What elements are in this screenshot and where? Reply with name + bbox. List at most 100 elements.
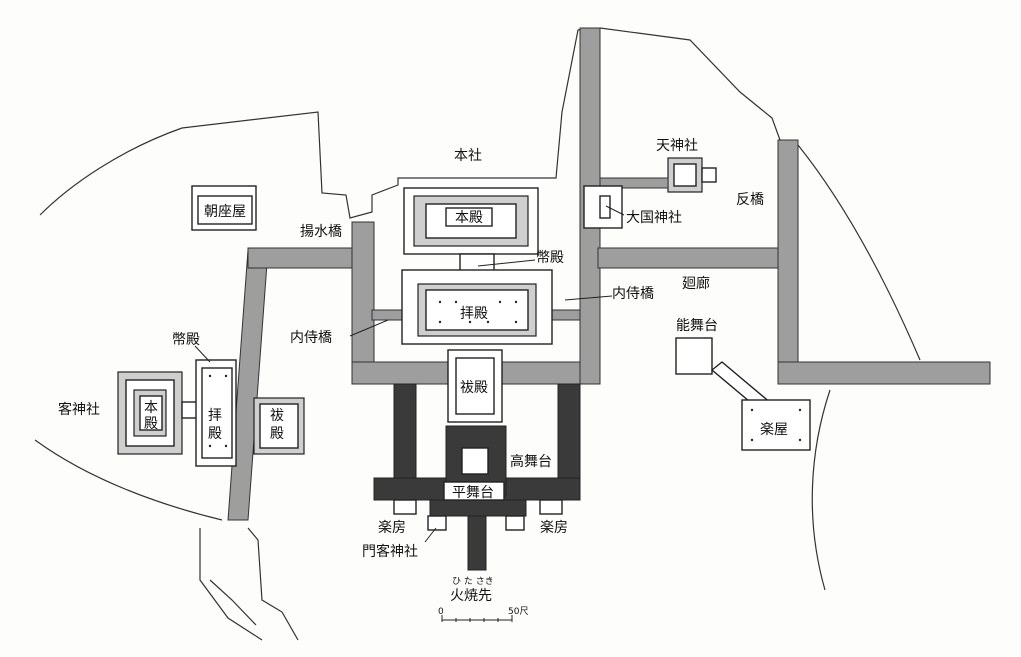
- dot: [224, 444, 228, 448]
- haiden-core: [425, 289, 529, 331]
- dot: [224, 374, 228, 378]
- site-outlines: [34, 27, 921, 641]
- label-honden: 本殿: [455, 210, 483, 226]
- label-agemizu-bashi: 揚水橋: [300, 223, 342, 240]
- asazaya-inner: [197, 195, 253, 225]
- leader-naishi-left: [349, 319, 389, 337]
- gakubo-right-box: [505, 515, 525, 531]
- marodo-haiden-inner: [201, 367, 233, 459]
- scale-zero-label: 0: [438, 607, 444, 617]
- west-buildings: [117, 185, 305, 467]
- scale-end-label: 50尺: [508, 606, 528, 617]
- marodo-honden-core: [139, 395, 163, 431]
- label-honsha: 本社: [454, 148, 482, 164]
- leader-heiden-top: [477, 259, 536, 267]
- leader-naishi-right: [564, 295, 613, 301]
- gakubo-left-box: [427, 515, 447, 531]
- labels: 本社 本殿 幣殿 拝殿 祓殿 高舞台 平舞台 楽房 楽房 門客神社 ひ た さき…: [58, 138, 788, 604]
- tenjinsha-inner: [673, 163, 697, 187]
- takabutai-box: [461, 447, 489, 475]
- dot: [514, 320, 518, 324]
- dot: [750, 438, 754, 442]
- label-daikoku-jinja: 大国神社: [626, 210, 682, 226]
- label-haiden: 拝殿: [460, 306, 488, 322]
- label-hirabutai: 平舞台: [452, 485, 494, 501]
- label-naishi-bashi-left: 内侍橋: [290, 330, 332, 346]
- gakuya-box: [741, 399, 811, 451]
- daikoku-inner: [599, 195, 611, 219]
- scale-bar: [441, 615, 513, 622]
- marodo-haraedono-inner: [259, 403, 299, 449]
- label-gakubo-left: 楽房: [378, 520, 406, 536]
- noubutai-box: [675, 337, 713, 375]
- tenjinsha-side: [701, 167, 717, 183]
- label-gakubo-right: 楽房: [540, 520, 568, 536]
- dot: [486, 320, 490, 324]
- side-box-left: [393, 499, 417, 515]
- label-hitasaki: 火焼先: [450, 588, 492, 604]
- dark-corridor-left: [393, 383, 417, 485]
- right-curved-shore: [797, 144, 921, 361]
- label-sorihashi: 反橋: [736, 192, 764, 208]
- dot: [208, 444, 212, 448]
- left-shore-outline: [181, 27, 587, 219]
- dot: [798, 438, 802, 442]
- label-marodo-honden-2: 殿: [144, 416, 158, 432]
- leader-heiden-left: [194, 345, 211, 363]
- leader-lines: [194, 205, 625, 543]
- dot: [438, 320, 442, 324]
- label-gakuya: 楽屋: [760, 422, 788, 438]
- hirabutai-box: [443, 481, 505, 501]
- corridors: [227, 27, 991, 521]
- label-heiden-left: 幣殿: [172, 332, 200, 348]
- right-top-land: [599, 27, 781, 141]
- vertical-labels: 本 殿 拝 殿 祓 殿: [144, 400, 284, 442]
- label-asazaya: 朝座屋: [204, 204, 246, 220]
- dark-corridor-right: [557, 383, 581, 485]
- right-lower-shore: [811, 389, 831, 591]
- label-haraedono: 祓殿: [460, 380, 488, 396]
- dot: [454, 300, 458, 304]
- bridge-naishi-left: [371, 309, 403, 321]
- dot: [438, 300, 442, 304]
- label-heiden-top: 幣殿: [536, 250, 564, 266]
- label-marodo-haiden-1: 拝: [208, 408, 222, 424]
- tenjinsha-path: [599, 177, 669, 189]
- corridor-east-horizontal: [597, 247, 799, 269]
- east-buildings: [583, 157, 811, 451]
- label-marodo-jinja: 客神社: [58, 401, 100, 418]
- label-takabutai: 高舞台: [510, 453, 552, 470]
- label-marodo-haraedono-2: 殿: [270, 426, 284, 442]
- label-kairo: 廻廊: [682, 275, 710, 292]
- main-buildings: [393, 187, 563, 531]
- corridor-main-left: [351, 221, 375, 385]
- side-box-right: [539, 499, 563, 515]
- haraedono-inner: [455, 357, 495, 415]
- leader-daikoku: [605, 205, 625, 216]
- left-curved-shore: [39, 127, 183, 216]
- corridor-far-right-vertical: [777, 139, 799, 385]
- label-hitasaki-ruby: ひ た さき: [452, 576, 494, 587]
- dot: [750, 408, 754, 412]
- honden-title-box: [445, 207, 493, 227]
- leader-monkyaku: [424, 527, 437, 543]
- left-lower-shore: [34, 439, 223, 521]
- dot: [514, 300, 518, 304]
- label-noubutai: 能舞台: [676, 318, 718, 334]
- dot: [798, 408, 802, 412]
- bridge-naishi-right: [549, 309, 581, 321]
- corridor-far-east: [777, 361, 991, 385]
- label-marodo-haiden-2: 殿: [208, 426, 222, 442]
- dot: [468, 320, 472, 324]
- bottom-left-land: [199, 527, 299, 641]
- label-tenjinsha: 天神社: [656, 138, 698, 154]
- label-marodo-haraedono-1: 祓: [270, 408, 284, 424]
- column-dots: [208, 300, 802, 448]
- dot: [208, 374, 212, 378]
- bottom-left-inner: [209, 579, 257, 626]
- dark-bridge-top: [429, 499, 527, 517]
- dot: [498, 300, 502, 304]
- label-naishi-bashi-right: 内侍橋: [612, 286, 654, 302]
- label-monkyaku-jinja: 門客神社: [362, 543, 418, 560]
